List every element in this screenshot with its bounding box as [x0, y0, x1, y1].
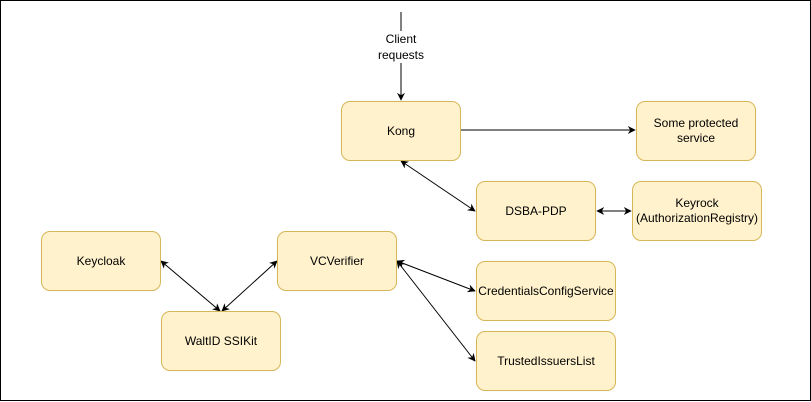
edge-keycloak-waltid — [160, 260, 221, 312]
node-vcverifier[interactable]: VCVerifier — [277, 231, 397, 291]
node-credentials-config-service[interactable]: CredentialsConfigService — [476, 261, 616, 321]
node-keycloak[interactable]: Keycloak — [41, 231, 161, 291]
edge-kong-dsba-pdp — [400, 160, 476, 212]
node-trusted-issuers-list[interactable]: TrustedIssuersList — [476, 331, 616, 391]
node-kong[interactable]: Kong — [341, 101, 461, 161]
node-keyrock[interactable]: Keyrock (AuthorizationRegistry) — [632, 181, 762, 241]
node-protected-service[interactable]: Some protected service — [636, 101, 756, 161]
node-dsba-pdp[interactable]: DSBA-PDP — [476, 181, 596, 241]
node-waltid-ssikit[interactable]: WaltID SSIKit — [161, 311, 281, 371]
edge-vcverifier-trusted-issuers — [396, 260, 476, 362]
client-requests-label: Client requests — [371, 31, 431, 63]
edge-waltid-vcverifier — [221, 260, 278, 312]
